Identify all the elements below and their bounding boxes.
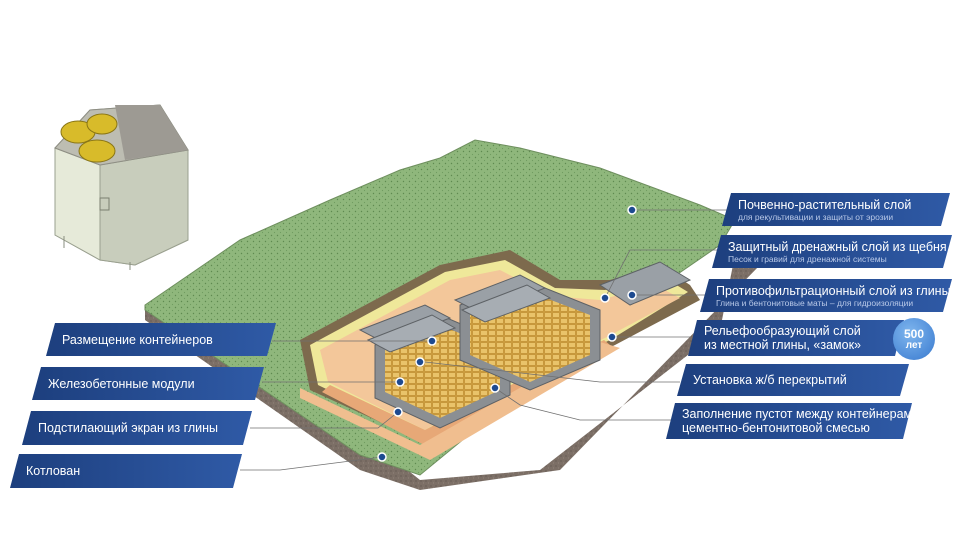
- marker-dots: [377, 205, 637, 462]
- leader-lines: [240, 209, 730, 471]
- label-relief-layer-line1: Рельефообразующий слой: [704, 324, 861, 338]
- label-vegetation-layer: Почвенно-растительный слой для рекультив…: [722, 193, 950, 226]
- label-drainage-layer-title: Защитный дренажный слой из щебня: [728, 239, 947, 254]
- label-relief-layer-line2: из местной глины, «замок»: [704, 338, 862, 352]
- label-concrete-slabs-title: Установка ж/б перекрытий: [693, 373, 847, 387]
- label-drainage-layer: Защитный дренажный слой из щебня Песок и…: [712, 235, 952, 268]
- label-clay-screen-title: Подстилающий экран из глины: [38, 421, 219, 435]
- badge-number: 500: [903, 326, 925, 341]
- label-foundation-pit-title: Котлован: [26, 464, 81, 478]
- lifetime-badge: 500 лет: [893, 318, 935, 360]
- label-clay-screen: Подстилающий экран из глины: [22, 411, 252, 445]
- label-relief-layer: Рельефообразующий слой из местной глины,…: [688, 320, 904, 356]
- label-void-filling-line2: цементно-бентонитовой смесью: [682, 421, 870, 435]
- label-concrete-slabs: Установка ж/б перекрытий: [677, 364, 909, 396]
- badge-unit: лет: [905, 339, 923, 351]
- label-vegetation-layer-sub: для рекультивации и защиты от эрозии: [738, 211, 894, 222]
- label-foundation-pit: Котлован: [10, 454, 242, 488]
- label-concrete-modules-title: Железобетонные модули: [48, 376, 195, 391]
- container-module-illustration: [54, 104, 189, 270]
- container-modules: [358, 261, 692, 429]
- label-concrete-modules: Железобетонные модули: [32, 367, 264, 400]
- label-void-filling-line1: Заполнение пустот между контейнерами: [682, 407, 920, 421]
- label-clay-barrier: Противофильтрационный слой из глины Глин…: [700, 279, 952, 312]
- label-clay-barrier-title: Противофильтрационный слой из глины: [716, 283, 951, 298]
- label-container-placement-title: Размещение контейнеров: [62, 332, 213, 347]
- label-drainage-layer-sub: Песок и гравий для дренажной системы: [728, 253, 887, 264]
- label-void-filling: Заполнение пустот между контейнерами цем…: [666, 403, 912, 439]
- label-container-placement: Размещение контейнеров: [46, 323, 276, 356]
- label-vegetation-layer-title: Почвенно-растительный слой: [738, 197, 912, 212]
- label-clay-barrier-sub: Глина и бентонитовые маты – для гидроизо…: [716, 297, 914, 308]
